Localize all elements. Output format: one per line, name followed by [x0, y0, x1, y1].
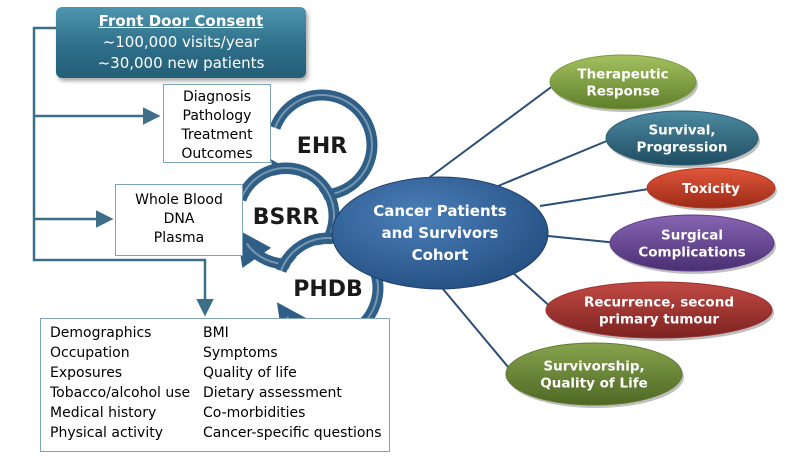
outcome-label: Survivorship, [543, 359, 644, 375]
outcome-ellipse [545, 281, 773, 339]
biospecimen-item: Whole Blood [135, 192, 223, 208]
clinical-item: Pathology [182, 108, 252, 124]
clinical-data-box: Diagnosis Pathology Treatment Outcomes [163, 84, 271, 163]
consent-title: Front Door Consent [98, 12, 264, 30]
spoke-line [497, 137, 615, 187]
outcome-label: primary tumour [599, 312, 719, 328]
biospecimen-box: Whole Blood DNA Plasma [115, 184, 243, 256]
questionnaire-item: Exposures [50, 365, 123, 381]
outcome-label: Complications [638, 245, 745, 261]
questionnaire-item: Cancer-specific questions [203, 425, 382, 441]
ring-label: EHR [297, 134, 347, 159]
outcome-node: Toxicity [646, 167, 777, 211]
biospecimen-item: Plasma [153, 230, 205, 246]
outcome-label: Progression [637, 140, 728, 156]
questionnaire-item: Occupation [50, 345, 130, 361]
outcome-label: Therapeutic [577, 67, 668, 83]
questionnaire-left-column: Demographics Occupation Exposures Tobacc… [50, 323, 190, 443]
outcome-ellipse [505, 342, 683, 406]
ring-label: BSRR [253, 205, 320, 230]
consent-connectors [32, 26, 214, 317]
data-source-rings: EHR BSRR PHDB [235, 89, 384, 344]
questionnaire-item: Co-morbidities [203, 405, 306, 421]
questionnaire-item: Dietary assessment [203, 385, 342, 401]
cohort-label-line-1: Cancer Patients [373, 202, 507, 220]
questionnaire-item: BMI [203, 325, 229, 341]
clinical-item: Treatment [181, 127, 253, 143]
spoke-line [539, 187, 656, 207]
cohort-label-line-3: Cohort [412, 246, 469, 264]
consent-new-patients: ~30,000 new patients [97, 54, 265, 72]
questionnaire-right-column: BMI Symptoms Quality of life Dietary ass… [203, 323, 382, 443]
outcome-node: Survivorship,Quality of Life [505, 342, 684, 408]
cohort-spokes [429, 81, 656, 375]
outcome-label: Surgical [661, 228, 723, 244]
consent-visits: ~100,000 visits/year [102, 33, 260, 51]
questionnaire-item: Quality of life [203, 365, 297, 381]
clinical-item: Diagnosis [182, 89, 252, 105]
outcome-ellipse [549, 54, 697, 110]
spoke-line [442, 288, 515, 375]
clinical-item: Outcomes [181, 146, 253, 162]
outcome-label: Recurrence, second [584, 295, 734, 311]
outcome-label: Toxicity [682, 181, 740, 197]
spoke-line [547, 235, 619, 244]
outcome-nodes: TherapeuticResponseSurvival,ProgressionT… [505, 54, 777, 408]
spoke-line [429, 81, 559, 178]
outcome-ellipse [609, 214, 775, 272]
spoke-line [511, 271, 555, 311]
biospecimen-item: DNA [163, 211, 195, 227]
outcome-label: Survival, [648, 123, 715, 139]
outcome-label: Quality of Life [540, 376, 648, 392]
ring-label: PHDB [293, 277, 363, 302]
outcome-label: Response [586, 84, 659, 100]
outcome-ellipse [646, 167, 776, 209]
questionnaire-item: Medical history [50, 405, 157, 421]
front-door-consent-box: Front Door Consent ~100,000 visits/year … [56, 7, 306, 78]
cohort-node: Cancer Patients and Survivors Cohort [331, 176, 549, 290]
questionnaire-box: Demographics Occupation Exposures Tobacc… [40, 318, 390, 452]
outcome-node: Survival,Progression [605, 110, 760, 168]
questionnaire-item: Physical activity [50, 425, 164, 441]
outcome-ellipse [605, 110, 759, 166]
questionnaire-item: Demographics [50, 325, 152, 341]
cohort-label-line-2: and Survivors [382, 224, 499, 242]
questionnaire-item: Symptoms [203, 345, 278, 361]
questionnaire-item: Tobacco/alcohol use [50, 385, 191, 401]
